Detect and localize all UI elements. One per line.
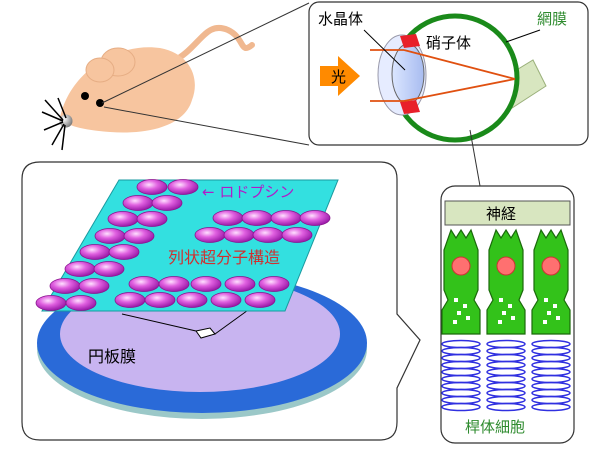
- rhodopsin-molecule: [258, 276, 290, 292]
- nerve-band: [444, 200, 571, 226]
- nerve-label: 神経: [486, 205, 516, 223]
- rod-cell-illustration: [441, 228, 571, 412]
- rhodopsin-array: [35, 179, 331, 311]
- iris-top: [400, 34, 420, 48]
- rod-cell-organelle: [544, 298, 548, 302]
- rhodopsin-molecule: [49, 278, 81, 294]
- rod-cell-organelle: [463, 304, 467, 308]
- rod-cell-body: [486, 228, 526, 335]
- rhodopsin-label: ← ロドプシン: [202, 183, 294, 201]
- rhodopsin-molecule: [194, 227, 226, 243]
- rhodopsin-molecule: [281, 227, 313, 243]
- lens: [391, 43, 425, 105]
- rod-cell: [486, 228, 526, 412]
- eye-callout-line-top: [101, 2, 310, 104]
- rhodopsin-molecule: [65, 295, 97, 311]
- rod-cell-nucleus: [496, 256, 516, 276]
- mouse-tail: [169, 25, 255, 65]
- rhodopsin-molecule: [167, 179, 199, 195]
- rod-cell-organelle: [547, 311, 551, 315]
- rhodopsin-molecule: [224, 276, 256, 292]
- light-label: 光: [331, 68, 346, 86]
- rhodopsin-molecule: [136, 179, 168, 195]
- rod-cell-nucleus: [451, 256, 471, 276]
- rhodopsin-molecule: [93, 261, 125, 277]
- rhodopsin-molecule: [244, 292, 276, 308]
- rod-callout-line: [469, 129, 481, 187]
- rod-cell-body: [441, 228, 481, 335]
- mouse-nose: [59, 114, 73, 128]
- mouse-eye-1: [81, 92, 89, 100]
- rhodopsin-molecule: [108, 244, 140, 260]
- eye-callout-line-bottom: [103, 106, 310, 146]
- rhodopsin-molecule: [190, 276, 222, 292]
- rod-cell: [441, 228, 481, 412]
- supramolecular-label: 列状超分子構造: [168, 248, 280, 267]
- rod-cell: [531, 228, 571, 412]
- rhodopsin-molecule: [78, 278, 110, 294]
- rod-cell-organelle: [454, 298, 458, 302]
- rod-cell-organelle: [543, 320, 547, 324]
- rod-cell-organelle: [556, 316, 560, 320]
- rhodopsin-molecule: [241, 210, 273, 226]
- rod-cell-organelle: [466, 316, 470, 320]
- retina-label: 網膜: [537, 10, 567, 28]
- mouse-illustration: [41, 25, 255, 151]
- rhodopsin-molecule: [114, 292, 146, 308]
- rhodopsin-molecule: [107, 211, 139, 227]
- rhodopsin-molecule: [158, 276, 190, 292]
- rhodopsin-molecule: [123, 228, 155, 244]
- rhodopsin-molecule: [122, 195, 154, 211]
- rod-cell-organelle: [511, 316, 515, 320]
- retina-pointer: [505, 29, 541, 43]
- rod-cell-organelle: [498, 320, 502, 324]
- rhodopsin-molecule: [270, 210, 302, 226]
- rod-disc: [531, 402, 571, 412]
- lens-label: 水晶体: [318, 10, 363, 28]
- rod-cell-panel: 神経 桿体細胞: [440, 185, 575, 444]
- rod-cell-organelle: [508, 304, 512, 308]
- rhodopsin-molecule: [299, 210, 331, 226]
- rhodopsin-molecule: [144, 292, 176, 308]
- iris-bottom: [400, 100, 420, 114]
- rhodopsin-molecule: [94, 228, 126, 244]
- mouse-ear-front: [85, 57, 115, 83]
- rhodopsin-molecule: [223, 227, 255, 243]
- mouse-eye-2: [96, 99, 104, 107]
- lens-pointer: [363, 29, 406, 71]
- rod-disc: [486, 402, 526, 412]
- rod-cell-organelle: [457, 311, 461, 315]
- rhodopsin-molecule: [151, 195, 183, 211]
- light-arrow: [320, 56, 360, 96]
- rhodopsin-molecule: [79, 244, 111, 260]
- rhodopsin-molecule: [136, 211, 168, 227]
- rod-disc: [441, 402, 481, 412]
- rhodopsin-molecule: [35, 295, 67, 311]
- vitreous-label: 硝子体: [426, 34, 471, 52]
- rod-cell-organelle: [499, 298, 503, 302]
- rhodopsin-molecule: [212, 210, 244, 226]
- eye-panel: 光 水晶体 硝子体 網膜: [308, 1, 589, 146]
- rod-cell-label: 桿体細胞: [465, 418, 525, 436]
- rod-cell-body: [531, 228, 571, 335]
- rhodopsin-molecule: [176, 292, 208, 308]
- membrane-panel: 円板膜 ← ロドプシン 列状超分子構造: [21, 161, 421, 441]
- mouse-whiskers: [41, 97, 67, 151]
- rhodopsin-molecule: [128, 276, 160, 292]
- rod-cell-organelle: [553, 304, 557, 308]
- rod-cell-nucleus: [541, 256, 561, 276]
- light-rays: [370, 49, 516, 102]
- rod-cell-organelle: [502, 311, 506, 315]
- rhodopsin-molecule: [252, 227, 284, 243]
- disc-membrane-label: 円板膜: [88, 347, 136, 366]
- rhodopsin-molecule: [210, 292, 242, 308]
- rhodopsin-molecule: [64, 261, 96, 277]
- rod-cell-organelle: [453, 320, 457, 324]
